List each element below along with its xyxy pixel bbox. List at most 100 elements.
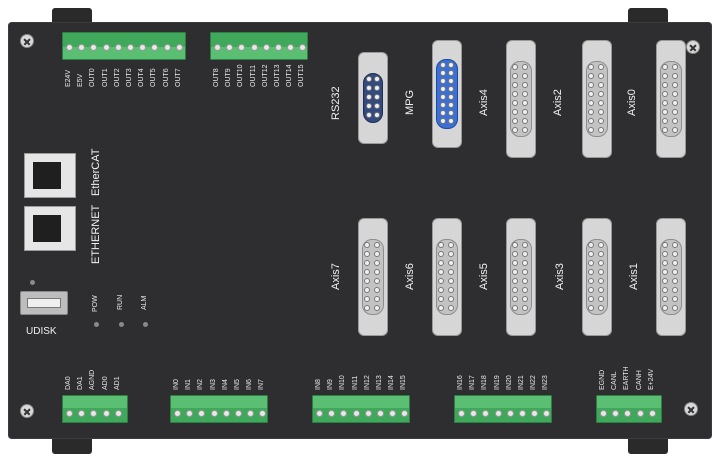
terminal-screw[interactable] [66,410,73,417]
connector-pin [364,251,370,257]
terminal-screw[interactable] [262,44,270,51]
terminal-label: OUT8 [213,68,220,87]
terminal-screw[interactable] [102,44,110,51]
axis1-connector[interactable] [656,218,686,336]
terminal-label: IN15 [400,375,408,390]
axis0-connector[interactable] [656,40,686,158]
terminal-screw[interactable] [316,410,323,417]
terminal-screw[interactable] [531,410,539,417]
terminal-screw[interactable] [259,410,267,417]
terminal-screw[interactable] [494,410,502,417]
terminal-screw[interactable] [198,410,206,417]
terminal-screw[interactable] [299,44,307,51]
connector-pin [598,73,604,79]
terminal-screw[interactable] [470,410,478,417]
terminal-screw[interactable] [458,410,465,417]
udisk-usb-port[interactable] [20,291,68,315]
terminal-screw[interactable] [90,410,98,417]
axis2-connector[interactable] [582,40,612,158]
axis4-connector[interactable] [506,40,536,158]
axis3-connector[interactable] [582,218,612,336]
terminal-screw[interactable] [175,44,183,51]
terminal-label: OUT0 [89,68,97,87]
terminal-screw[interactable] [139,44,147,51]
terminal-block-inputs-16-23[interactable] [454,395,552,423]
terminal-screw[interactable] [600,410,607,417]
terminal-screw[interactable] [543,410,551,417]
terminal-screw[interactable] [235,410,242,417]
connector-pin [374,76,380,82]
terminal-screw[interactable] [66,44,73,51]
terminal-block-inputs-8-15[interactable] [312,395,410,423]
terminal-screw[interactable] [163,44,171,51]
terminal-screw[interactable] [78,44,86,51]
terminal-screw[interactable] [174,410,181,417]
terminal-screw[interactable] [328,410,336,417]
connector-pin [512,100,518,106]
connector-pin [522,305,528,311]
terminal-screw[interactable] [389,410,397,417]
axis6-connector[interactable] [432,218,462,336]
alm-led-label: ALM [141,295,148,310]
terminal-screw[interactable] [238,44,246,51]
terminal-block-analog[interactable] [62,395,128,423]
terminal-label: E5V [77,73,85,87]
terminal-screw[interactable] [114,410,122,417]
rs232-connector[interactable] [358,52,388,144]
terminal-label: IN4 [221,379,229,390]
terminal-block-power-can[interactable] [596,395,662,423]
axis5-connector[interactable] [506,218,536,336]
connector-pin [598,305,604,311]
terminal-screw[interactable] [636,410,644,417]
terminal-screw[interactable] [275,44,282,51]
ethercat-port[interactable] [24,153,76,198]
terminal-screw[interactable] [519,410,526,417]
terminal-screw[interactable] [78,410,86,417]
connector-pin [662,260,668,266]
terminal-block-inputs-0-7[interactable] [170,395,268,423]
connector-pin [522,296,528,302]
terminal-screw[interactable] [250,44,258,51]
terminal-screw[interactable] [612,410,620,417]
terminal-screw[interactable] [624,410,632,417]
connector-pin [364,269,370,275]
connector-pin [374,260,380,266]
connector-pin [662,251,668,257]
terminal-screw[interactable] [287,44,295,51]
terminal-screw[interactable] [352,410,360,417]
connector-pin [672,91,678,97]
terminal-label: OUT12 [261,64,269,87]
terminal-screw[interactable] [364,410,372,417]
terminal-screw[interactable] [114,44,122,51]
terminal-screw[interactable] [222,410,230,417]
axis7-connector[interactable] [358,218,388,336]
connector-pin [672,73,678,79]
connector-pin [438,296,444,302]
terminal-screw[interactable] [151,44,159,51]
terminal-label: IN17 [469,375,477,390]
terminal-screw[interactable] [247,410,255,417]
connector-pin [512,109,518,115]
run-led-label: RUN [117,294,124,310]
terminal-screw[interactable] [90,44,98,51]
terminal-screw[interactable] [127,44,134,51]
connector-pin [672,278,678,284]
terminal-screw[interactable] [340,410,348,417]
terminal-screw[interactable] [648,410,656,417]
terminal-screw[interactable] [482,410,490,417]
terminal-screw[interactable] [401,410,409,417]
terminal-screw[interactable] [506,410,514,417]
terminal-screw[interactable] [214,44,221,51]
terminal-screw[interactable] [186,410,194,417]
connector-pin [448,78,454,84]
terminal-screw[interactable] [210,410,218,417]
terminal-screw[interactable] [377,410,384,417]
terminal-screw[interactable] [226,44,234,51]
terminal-label: AD0 [101,376,109,390]
terminal-label: IN2 [197,379,205,390]
connector-pin [672,109,678,115]
mpg-connector[interactable] [432,40,462,148]
ethernet-port[interactable] [24,206,76,251]
connector-pin [598,109,604,115]
terminal-screw[interactable] [102,410,110,417]
